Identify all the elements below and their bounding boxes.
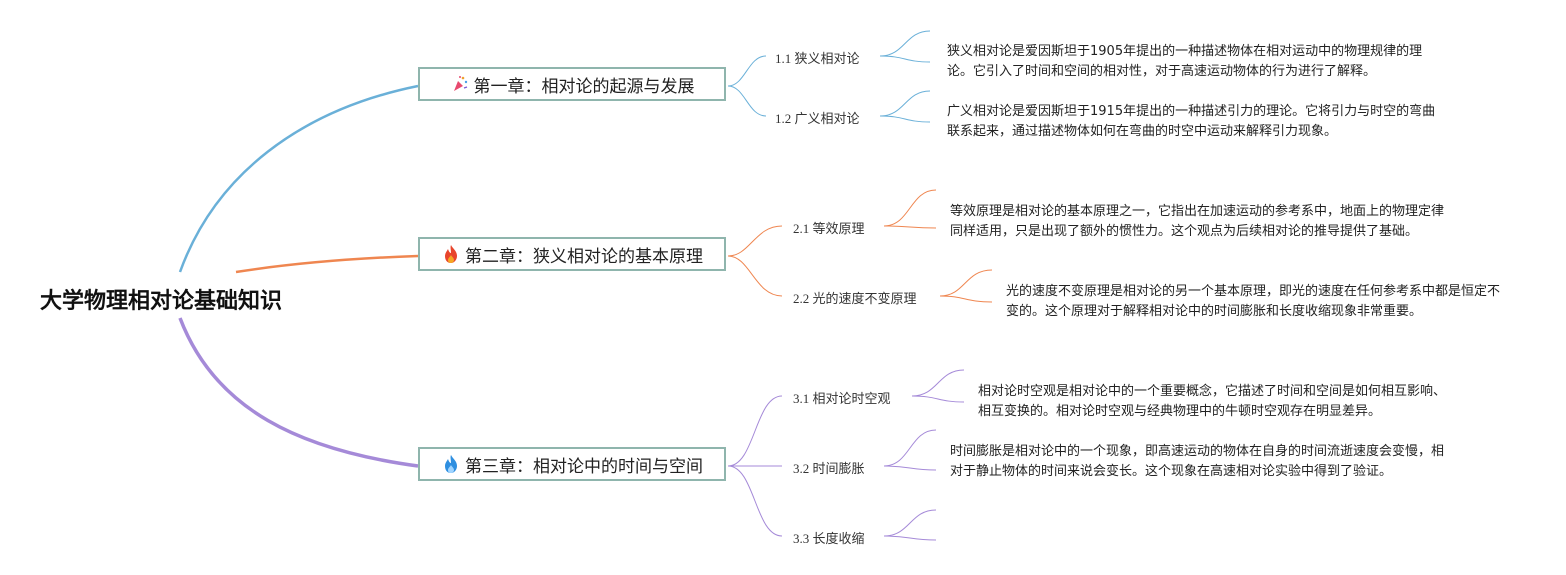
root-to-chapter-1-line <box>178 84 419 273</box>
party-popper-icon <box>450 73 470 95</box>
section-2-2-label[interactable]: 2.2 光的速度不变原理 <box>793 291 917 306</box>
chapter-2-title: 第二章：狭义相对论的基本原理 <box>465 246 703 267</box>
chapter-2-node[interactable]: 第二章：狭义相对论的基本原理 <box>418 237 726 271</box>
root-to-chapter-3-line <box>178 317 419 468</box>
chapter-3-node[interactable]: 第三章：相对论中的时间与空间 <box>418 447 726 481</box>
section-3-2-leaf-line <box>883 429 937 471</box>
section-3-1-description: 相对论时空观是相对论中的一个重要概念，它描述了时间和空间是如何相互影响、相互变换… <box>978 384 1447 419</box>
section-2-1-leaf-line <box>883 189 937 229</box>
section-3-1-leaf-line <box>911 369 965 403</box>
chapter-3-title: 第三章：相对论中的时间与空间 <box>465 456 703 477</box>
chapter-1-node[interactable]: 第一章：相对论的起源与发展 <box>418 67 726 101</box>
section-3-2-description: 时间膨胀是相对论中的一个现象，即高速运动的物体在自身的时间流逝速度会变慢，相对于… <box>950 444 1445 479</box>
blue-flame-icon <box>441 453 461 475</box>
chapter-1-branch-2-line <box>727 85 767 117</box>
section-3-3-leaf-line <box>883 509 937 541</box>
section-1-2-description: 广义相对论是爱因斯坦于1915年提出的一种描述引力的理论。它将引力与时空的弯曲联… <box>947 104 1436 139</box>
section-2-2-description: 光的速度不变原理是相对论的另一个基本原理，即光的速度在任何参考系中都是恒定不变的… <box>1006 284 1501 319</box>
root-to-chapter-2-line <box>235 254 419 274</box>
section-2-2-leaf-line <box>939 269 993 303</box>
section-3-3-label[interactable]: 3.3 长度收缩 <box>793 531 865 546</box>
root-topic[interactable]: 大学物理相对论基础知识 <box>40 289 283 314</box>
chapter-2-branch-2-line <box>727 255 783 297</box>
chapter-1-branch-1-line <box>727 55 767 87</box>
section-3-2-label[interactable]: 3.2 时间膨胀 <box>793 461 865 476</box>
chapter-3-branch-3-line <box>727 465 783 537</box>
chapter-2-branch-1-line <box>727 225 783 257</box>
section-1-1-leaf-line <box>879 30 931 63</box>
section-3-1-label[interactable]: 3.1 相对论时空观 <box>793 391 891 406</box>
chapter-3-branch-1-line <box>727 395 783 467</box>
section-1-2-label[interactable]: 1.2 广义相对论 <box>775 111 860 126</box>
section-1-2-leaf-line <box>879 90 931 123</box>
section-1-1-label[interactable]: 1.1 狭义相对论 <box>775 51 860 66</box>
chapter-1-title: 第一章：相对论的起源与发展 <box>473 76 695 97</box>
fire-icon <box>441 243 461 265</box>
section-1-1-description: 狭义相对论是爱因斯坦于1905年提出的一种描述物体在相对运动中的物理规律的理论。… <box>947 44 1423 79</box>
section-2-1-label[interactable]: 2.1 等效原理 <box>793 221 865 236</box>
section-2-1-description: 等效原理是相对论的基本原理之一，它指出在加速运动的参考系中，地面上的物理定律同样… <box>950 204 1445 239</box>
